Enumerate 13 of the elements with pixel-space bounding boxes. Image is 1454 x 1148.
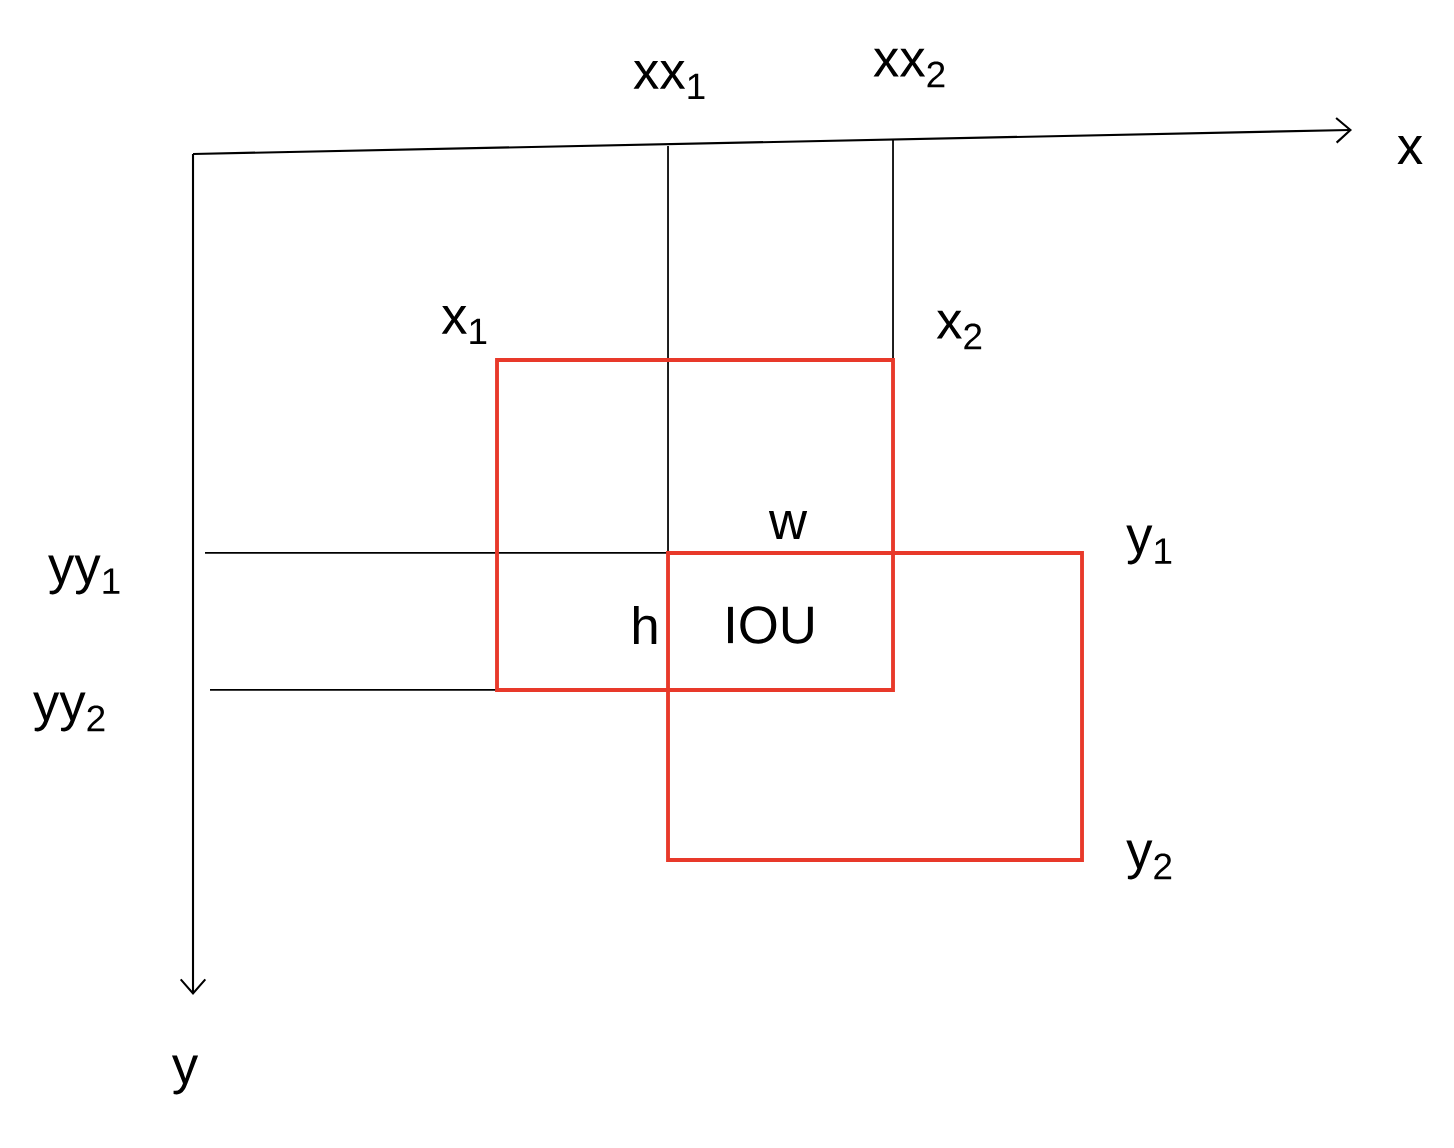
coordinate-label: w bbox=[768, 511, 808, 539]
coordinate-label: yy$_{1}$ bbox=[48, 555, 120, 595]
coordinate-label: h bbox=[634, 605, 657, 645]
coordinate-label: x bbox=[1397, 136, 1423, 164]
coordinate-label: y$_{1}$ bbox=[1126, 525, 1172, 565]
coordinate-label: yy$_{2}$ bbox=[33, 692, 105, 732]
coordinate-label: xx$_{2}$ bbox=[873, 48, 945, 88]
coordinate-label: xx$_{1}$ bbox=[633, 60, 705, 100]
coordinate-label: x$_{2}$ bbox=[936, 310, 982, 350]
coordinate-label: x$_{1}$ bbox=[441, 305, 487, 345]
coordinate-label: IOU bbox=[728, 606, 813, 644]
coordinate-label: y bbox=[171, 1055, 199, 1095]
coordinate-label: y$_{2}$ bbox=[1126, 840, 1172, 880]
